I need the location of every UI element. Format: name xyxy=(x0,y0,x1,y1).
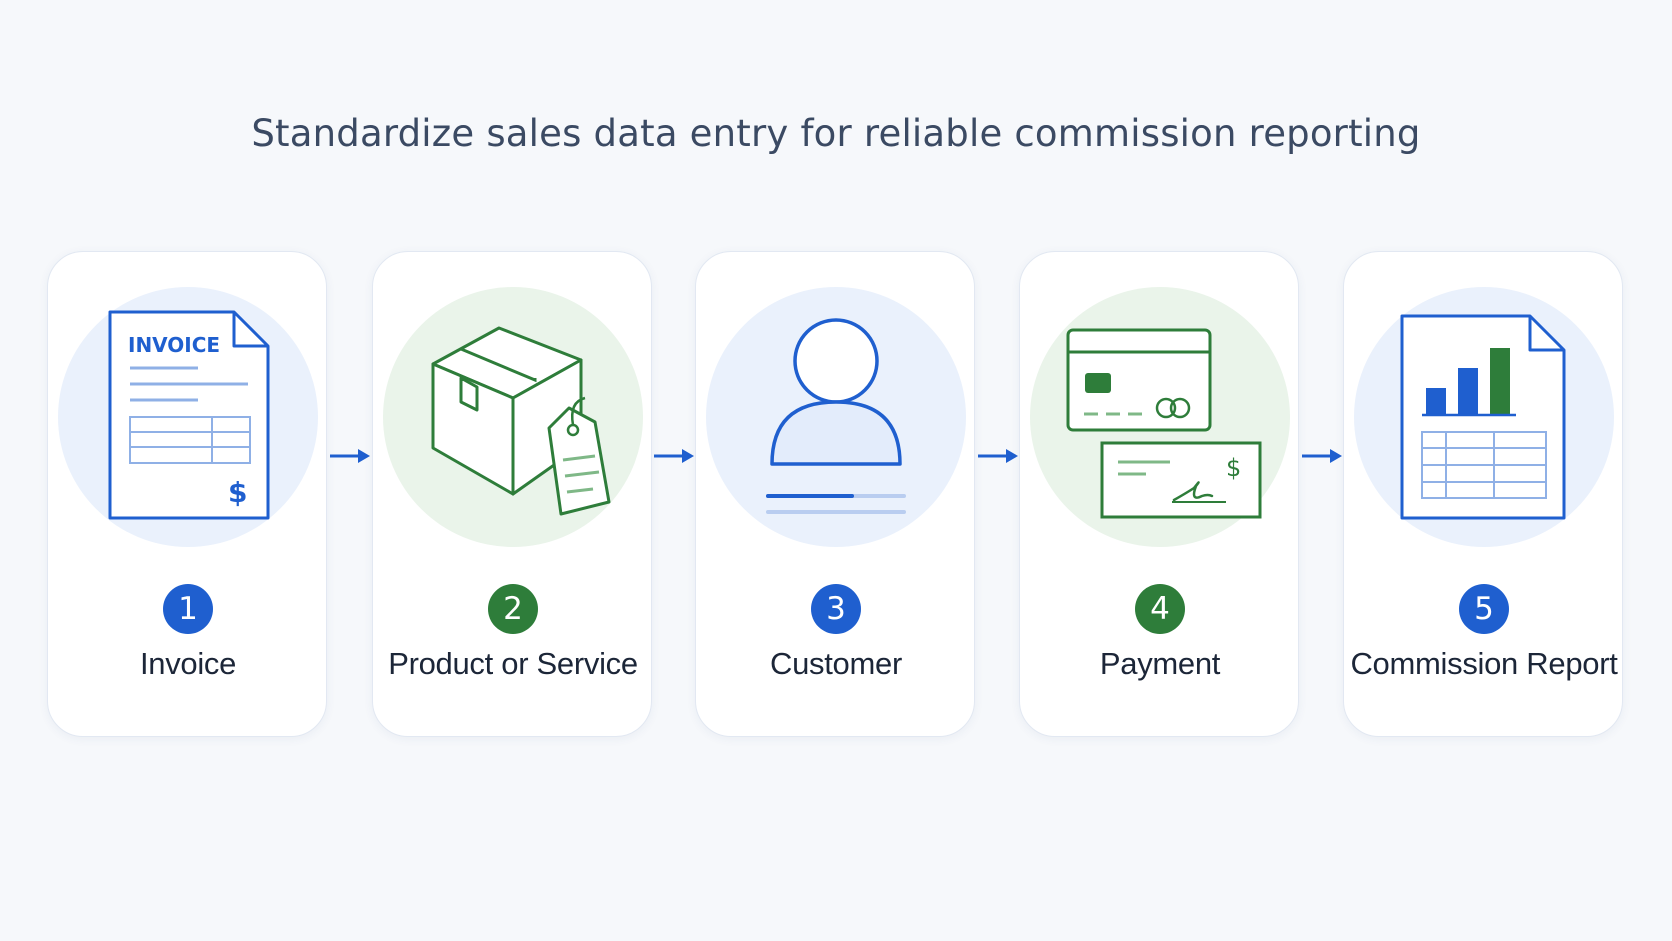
svg-text:INVOICE: INVOICE xyxy=(128,333,220,357)
step-card-payment: $ 4 Payment xyxy=(1019,251,1299,737)
step-number-badge: 5 xyxy=(1459,584,1509,634)
step-label: Payment xyxy=(1099,646,1221,681)
report-chart-icon xyxy=(1354,287,1614,547)
step-label: Commission Report xyxy=(1350,646,1618,681)
user-profile-icon xyxy=(706,287,966,547)
svg-text:$: $ xyxy=(228,476,247,509)
arrow-right-icon xyxy=(1302,449,1342,463)
step-number-badge: 2 xyxy=(488,584,538,634)
arrow-right-icon xyxy=(654,449,694,463)
step-label: Customer xyxy=(770,646,902,681)
step-number-badge: 3 xyxy=(811,584,861,634)
payment-card-check-icon: $ xyxy=(1030,287,1290,547)
page-title: Standardize sales data entry for reliabl… xyxy=(251,112,1421,155)
step-card-customer: 3 Customer xyxy=(695,251,975,737)
package-tag-icon xyxy=(383,287,643,547)
step-label: Invoice xyxy=(139,646,237,681)
step-label: Product or Service xyxy=(388,646,638,681)
step-card-invoice: INVOICE $ 1 Invoice xyxy=(47,251,327,737)
step-number-badge: 1 xyxy=(163,584,213,634)
step-number-badge: 4 xyxy=(1135,584,1185,634)
arrow-right-icon xyxy=(978,449,1018,463)
step-card-commission-report: 5 Commission Report xyxy=(1343,251,1623,737)
arrow-right-icon xyxy=(330,449,370,463)
invoice-icon: INVOICE $ xyxy=(58,287,318,547)
step-card-product: 2 Product or Service xyxy=(372,251,652,737)
svg-text:$: $ xyxy=(1226,454,1241,482)
